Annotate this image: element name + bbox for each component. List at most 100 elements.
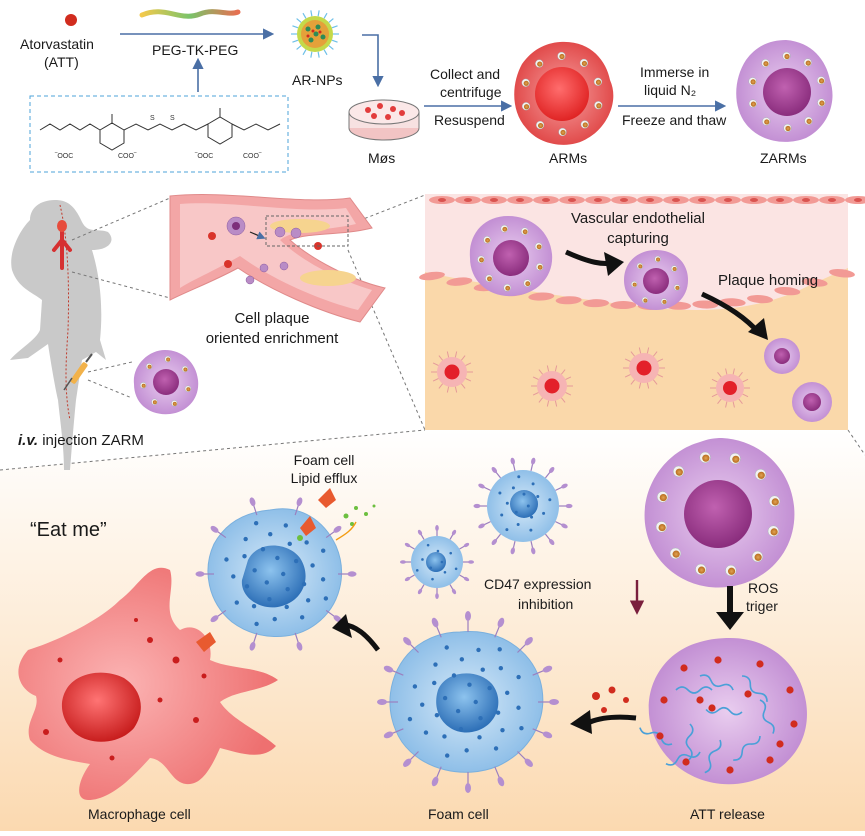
lipid-dot (283, 523, 289, 528)
nanoparticle-core (675, 468, 683, 476)
cd47-knob (497, 617, 505, 628)
artery-bifurcation-icon (169, 194, 386, 323)
ar-nps-label: AR-NPs (292, 72, 343, 88)
vessel-foam-cells (431, 347, 750, 408)
lipid-dot (287, 541, 292, 547)
nanoparticle-core (485, 237, 490, 243)
endothelial-nucleus (672, 198, 680, 202)
petri-dish-icon (348, 99, 420, 141)
surface-spike (532, 376, 539, 380)
nanoparticle-core (658, 523, 666, 532)
surface-protein (328, 18, 334, 23)
lipid-dot (451, 673, 457, 678)
lipid-dot (293, 558, 299, 564)
ruptured-polymer-strand (733, 735, 761, 761)
nanoparticle-core (672, 267, 677, 272)
lipid-dot (299, 615, 305, 620)
cd47-knob (491, 538, 498, 545)
cd47-knob (463, 542, 470, 548)
cd47-knob (403, 637, 412, 646)
surface-protein (317, 51, 320, 58)
nanoparticle-core (537, 264, 543, 270)
svg-text:COO‾: COO‾ (118, 152, 137, 160)
surface-spike (732, 401, 735, 408)
cd47-knob (435, 525, 439, 531)
surface-spike (546, 400, 550, 407)
nanoparticle-core (632, 282, 637, 287)
lipid-dot (281, 571, 286, 577)
nanoparticle-core (186, 387, 191, 392)
surface-spike (638, 347, 642, 354)
foam-efflux-label-2: Lipid efflux (290, 470, 358, 486)
nanoparticle-core (183, 367, 188, 372)
lipid-dot (516, 522, 520, 526)
lipid-dot (444, 645, 449, 650)
lipid-dot (268, 531, 273, 537)
endothelial-nucleus (854, 198, 862, 202)
nanoparticle-core (675, 285, 680, 290)
surface-spike (630, 351, 636, 357)
plaque-foam-nucleus (444, 364, 460, 380)
cd47-knob (478, 483, 485, 489)
lipid-dot (231, 574, 236, 579)
cd47-knob (510, 547, 515, 555)
cd47-knob (524, 637, 533, 646)
polymer-label: PEG-TK-PEG (152, 42, 239, 58)
nanoparticle-core (784, 53, 790, 60)
lipid-dot (498, 491, 502, 495)
surface-spike (438, 383, 444, 389)
nanoparticle-core (659, 493, 667, 502)
cd47-knob (383, 665, 394, 673)
nanoparticle-core (750, 79, 756, 85)
surface-protein (328, 45, 334, 50)
surface-spike (630, 379, 636, 385)
ros-arrowhead (716, 612, 744, 630)
lipid-dot (429, 566, 433, 570)
svg-text:S: S (150, 115, 155, 122)
lipid-dot (284, 604, 289, 610)
surface-spike (560, 369, 566, 375)
att-molecule (790, 720, 798, 728)
nanoparticle-core (785, 125, 791, 132)
nanoparticle-core (818, 78, 825, 84)
nanoparticle-core (672, 550, 680, 558)
release-arrow (589, 714, 637, 725)
macrophage-cell-icon (18, 567, 279, 800)
syringe-icon (63, 353, 93, 391)
lipid-dot (477, 735, 482, 740)
zarms-label: ZARMs (760, 150, 807, 166)
lipid-dot (434, 712, 440, 718)
lipid-dot (407, 716, 413, 722)
cd47-knob (404, 576, 411, 582)
lipid-dot (493, 746, 499, 751)
nanoparticle-core (757, 471, 765, 479)
endothelial-cell (801, 278, 828, 287)
atorvastatin-label: Atorvastatin (20, 36, 94, 52)
surface-protein (302, 12, 307, 19)
endothelial-cell (419, 271, 445, 281)
endothelial-cell (774, 286, 801, 296)
surface-protein (323, 12, 328, 19)
surface-protein (317, 10, 320, 17)
lipid-dot (323, 596, 329, 601)
lipid-dot (498, 665, 504, 671)
cd47-knob (491, 467, 498, 474)
endothelial-nucleus (542, 198, 550, 202)
lipid-dot (442, 695, 448, 701)
immerse-label: Immerse in (640, 64, 710, 80)
cd47-knob (561, 523, 568, 529)
nanoparticle-core (487, 276, 492, 282)
injection-text: injection ZARM (42, 432, 144, 449)
cd47-knob (417, 529, 423, 536)
ruptured-polymer-strand (759, 699, 775, 734)
cd47-knob (531, 547, 536, 555)
cd47-knob (524, 758, 533, 767)
zarms-cell-icon (736, 40, 833, 142)
enrichment-label-1: Cell plaque (234, 310, 310, 327)
lipid-dot (254, 621, 259, 627)
surface-spike (717, 398, 722, 404)
lipid-dot (505, 690, 510, 696)
vessel-zarm-captured (624, 250, 688, 310)
polymer-structure-box (29, 95, 289, 173)
cd47-knob (561, 483, 568, 489)
